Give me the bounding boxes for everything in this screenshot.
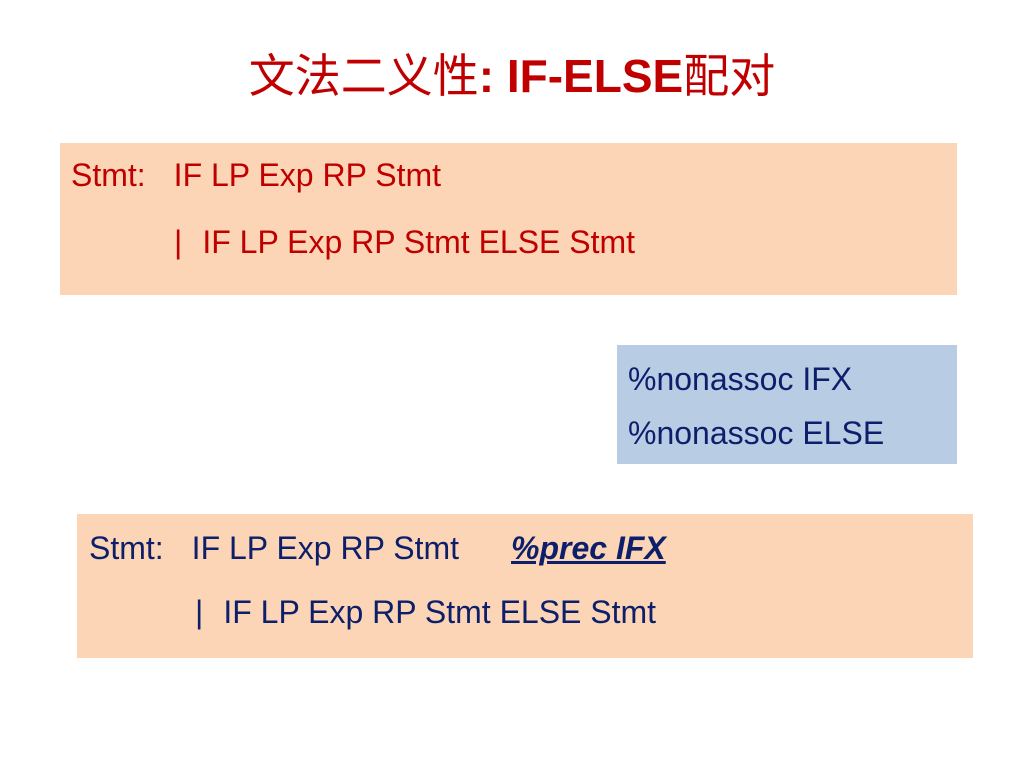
precedence-box: %nonassoc IFX %nonassoc ELSE <box>617 345 957 464</box>
grammar-bottom-separator: | <box>195 594 204 630</box>
grammar-bottom-rule-1: IF LP Exp RP Stmt <box>191 530 460 566</box>
precedence-line-2: %nonassoc ELSE <box>628 415 885 451</box>
grammar-bottom-label: Stmt: <box>89 530 164 566</box>
prec-annotation: %prec IFX <box>511 530 666 566</box>
grammar-top-label: Stmt: <box>71 157 146 193</box>
grammar-top-line-2: | IF LP Exp RP Stmt ELSE Stmt <box>174 222 635 262</box>
grammar-bottom-line-2: | IF LP Exp RP Stmt ELSE Stmt <box>195 592 656 632</box>
grammar-top-rule-2: IF LP Exp RP Stmt ELSE Stmt <box>202 224 636 260</box>
grammar-top-line-1: Stmt: IF LP Exp RP Stmt <box>71 155 441 195</box>
slide-title: 文法二义性: IF-ELSE配对 <box>0 46 1024 106</box>
title-suffix: 配对 <box>683 49 776 103</box>
grammar-bottom-rule-2: IF LP Exp RP Stmt ELSE Stmt <box>223 594 657 630</box>
title-latin: : IF-ELSE <box>478 50 684 102</box>
grammar-top-rule-1: IF LP Exp RP Stmt <box>173 157 442 193</box>
title-chinese: 文法二义性 <box>248 49 479 103</box>
precedence-line-1: %nonassoc IFX <box>628 361 853 397</box>
grammar-box-bottom: Stmt: IF LP Exp RP Stmt %prec IFX | IF LP E… <box>77 514 973 658</box>
grammar-top-separator: | <box>174 224 183 260</box>
grammar-box-top: Stmt: IF LP Exp RP Stmt | IF LP Exp RP Stm… <box>60 143 957 295</box>
grammar-bottom-line-1: Stmt: IF LP Exp RP Stmt %prec IFX <box>89 528 666 568</box>
